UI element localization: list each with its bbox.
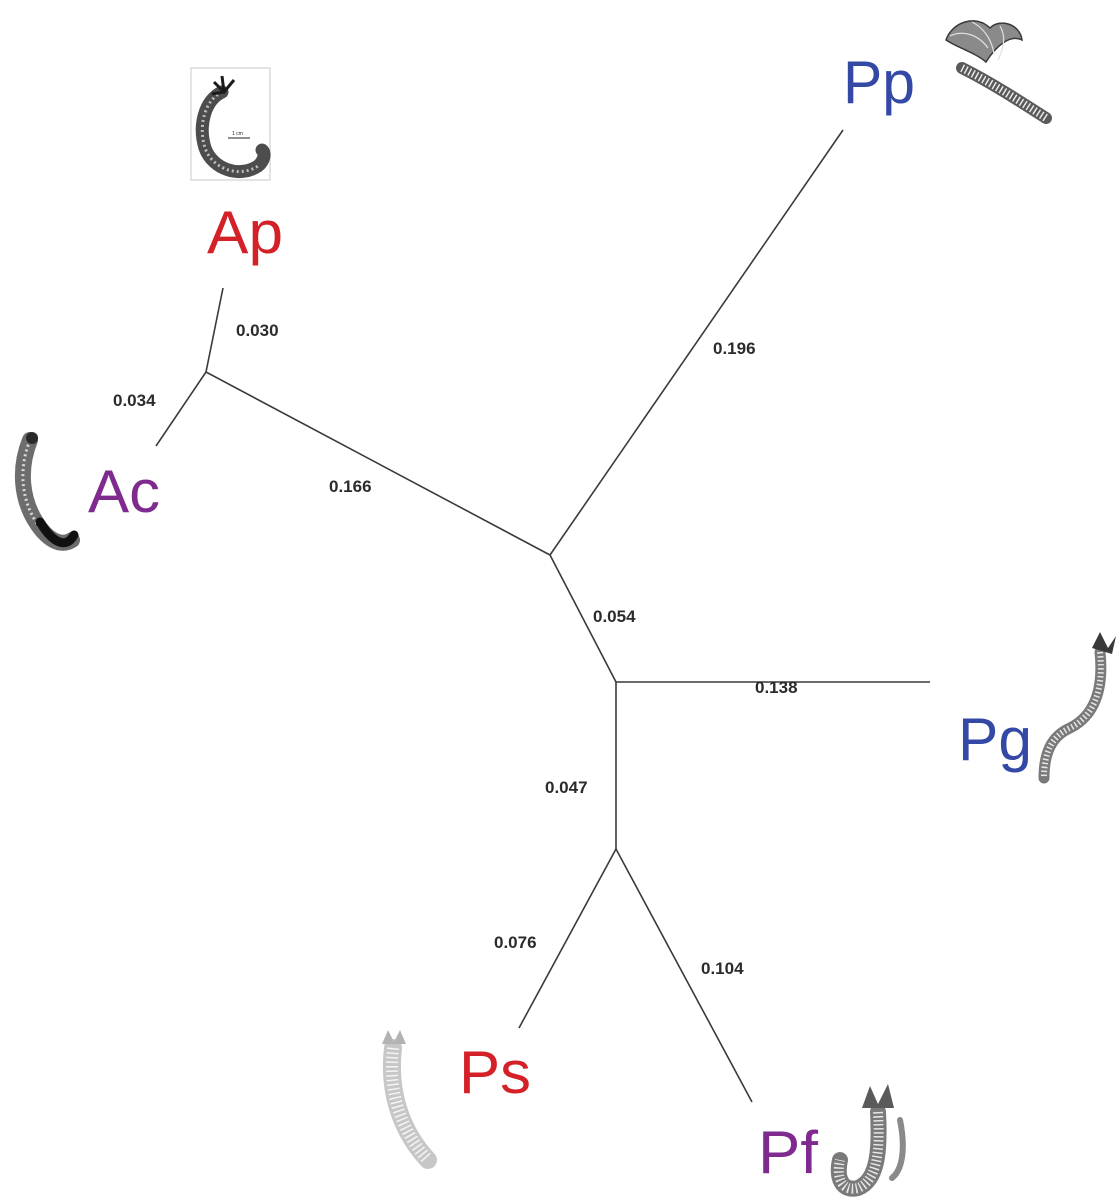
tube-worm-illustration-icon <box>945 20 1052 124</box>
branch-length-pg: 0.138 <box>755 678 798 697</box>
taxon-label-ac: Ac <box>88 458 160 525</box>
worm-illustration-icon: 1 cm <box>190 67 271 181</box>
branch-length-pp: 0.196 <box>713 339 756 358</box>
branch-length-lower-stem: 0.047 <box>545 778 588 797</box>
worm-illustration-icon <box>382 1030 437 1169</box>
branch-pf <box>615 848 753 1103</box>
taxon-label-pf: Pf <box>758 1119 818 1186</box>
branch-ap <box>205 287 224 373</box>
branch-ac <box>155 371 207 447</box>
branch-acap-stem <box>205 371 551 556</box>
branch-length-acap-stem: 0.166 <box>329 477 372 496</box>
branch-length-ap: 0.030 <box>236 321 279 340</box>
branch-length-ps: 0.076 <box>494 933 537 952</box>
branch-length-ac: 0.034 <box>113 391 156 410</box>
branch-center-stem <box>549 554 617 683</box>
taxon-label-ps: Ps <box>459 1039 531 1106</box>
scale-bar-label: 1 cm <box>232 131 243 137</box>
taxon-label-pp: Pp <box>843 49 915 116</box>
worm-illustration-icon <box>830 1084 906 1197</box>
worm-illustration-icon <box>1038 632 1116 784</box>
worm-illustration-icon <box>14 432 80 551</box>
branch-length-center-stem: 0.054 <box>593 607 636 626</box>
taxon-label-ap: Ap <box>207 199 283 266</box>
branch-length-pf: 0.104 <box>701 959 744 978</box>
branch-pp <box>549 129 844 556</box>
branch-ps <box>518 848 617 1029</box>
taxon-label-pg: Pg <box>958 706 1032 773</box>
